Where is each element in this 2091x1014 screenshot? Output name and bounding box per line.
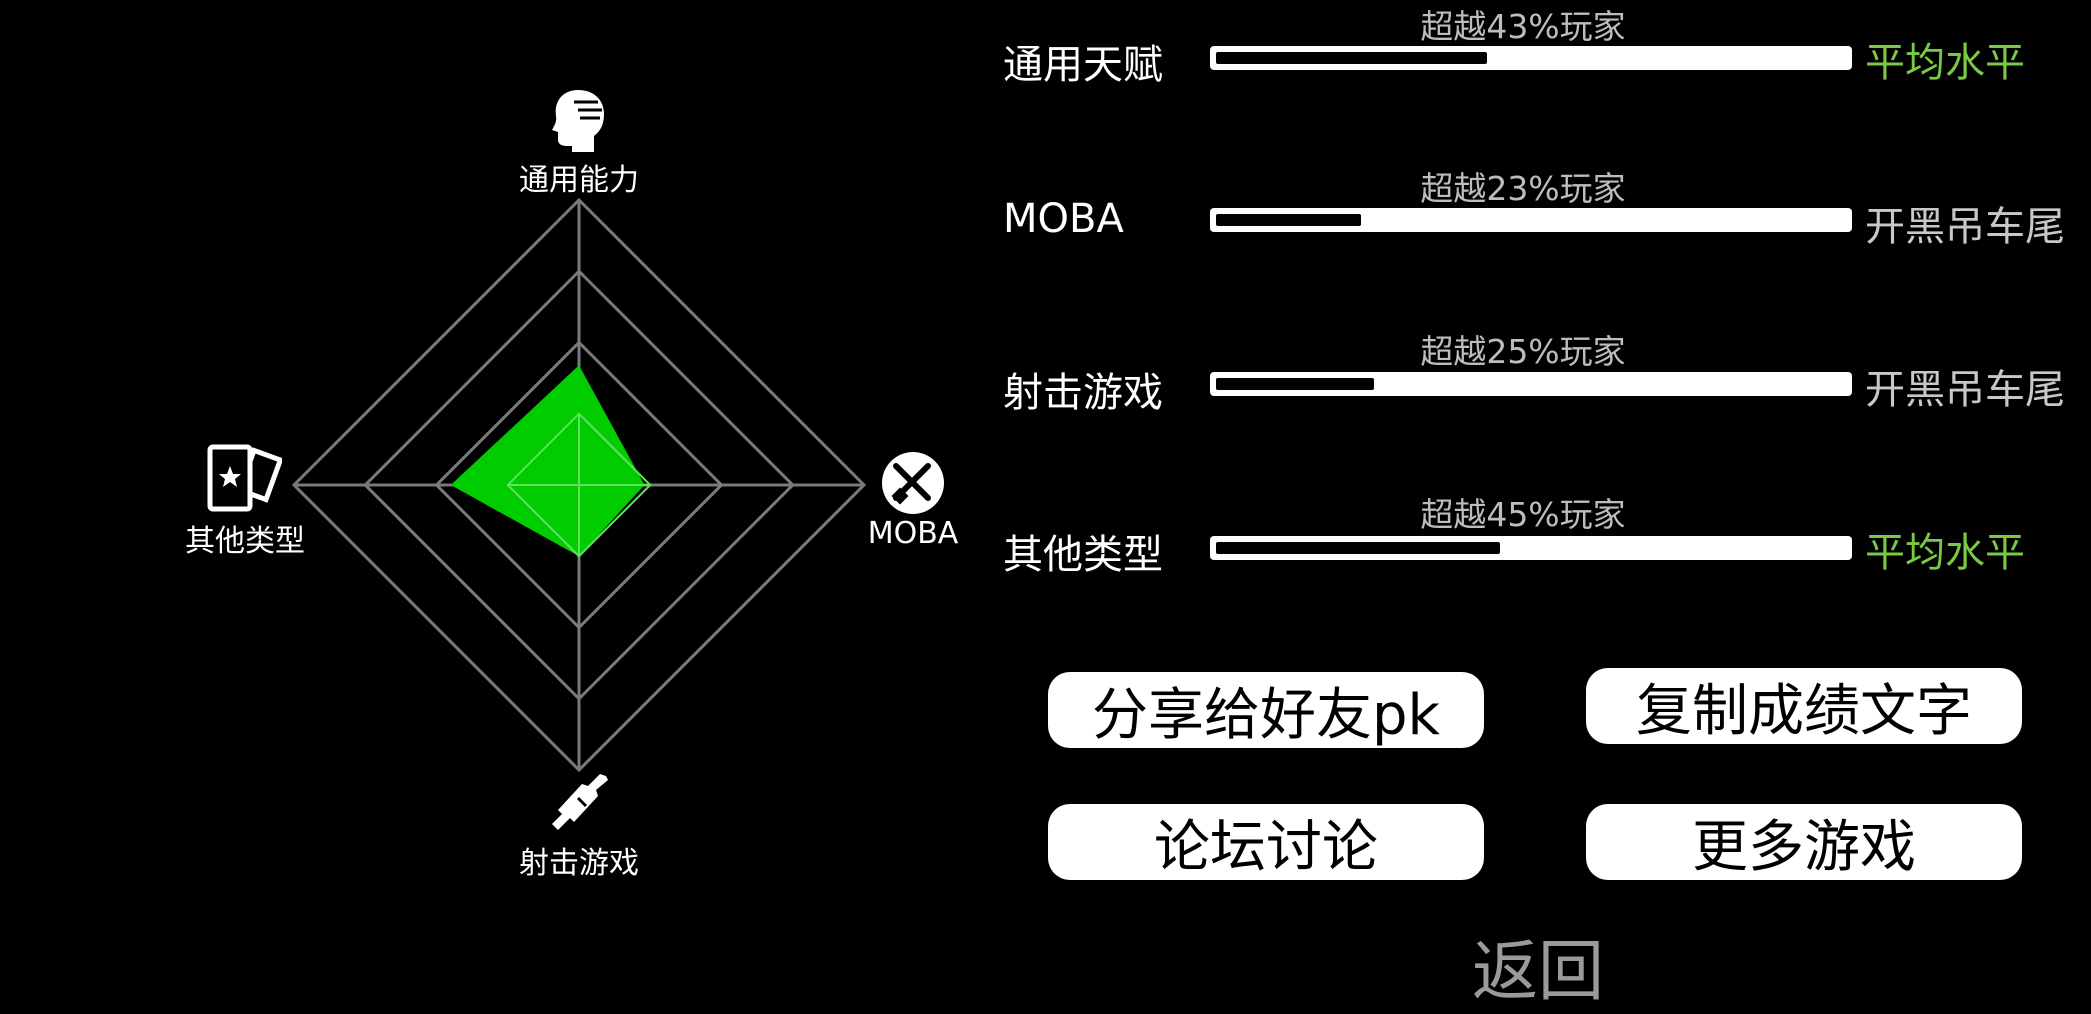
- row-percent-text: 超越25%玩家: [1420, 332, 1626, 371]
- progress-fill: [1216, 214, 1361, 226]
- row-label: MOBA: [1003, 196, 1124, 242]
- row-level: 开黑吊车尾: [1865, 204, 2065, 250]
- axis-label-general: 通用能力: [519, 163, 639, 198]
- progress-bar: [1210, 372, 1852, 396]
- axis-label-other: 其他类型: [185, 524, 305, 559]
- radar-grid-overlay: [506, 412, 652, 558]
- progress-bar: [1210, 536, 1852, 560]
- radar-data-polygon: [450, 365, 645, 557]
- copy-result-button[interactable]: 复制成绩文字: [1586, 668, 2022, 744]
- axis-label-moba: MOBA: [867, 516, 959, 551]
- row-percent-text: 超越43%玩家: [1420, 7, 1626, 46]
- radar-chart: [291, 197, 867, 773]
- progress-bar: [1210, 46, 1852, 70]
- row-percent-text: 超越23%玩家: [1420, 169, 1626, 208]
- forum-button[interactable]: 论坛讨论: [1048, 804, 1484, 880]
- progress-fill: [1216, 52, 1487, 64]
- axis-label-shooter: 射击游戏: [519, 846, 639, 881]
- back-button[interactable]: 返回: [1472, 933, 1604, 1010]
- row-label: 其他类型: [1003, 532, 1163, 578]
- row-level: 平均水平: [1865, 530, 2025, 576]
- row-label: 射击游戏: [1003, 370, 1163, 416]
- progress-fill: [1216, 378, 1374, 390]
- progress-fill: [1216, 542, 1500, 554]
- progress-bar: [1210, 208, 1852, 232]
- row-level: 平均水平: [1865, 40, 2025, 86]
- more-games-button[interactable]: 更多游戏: [1586, 804, 2022, 880]
- moba-icon: [882, 452, 944, 514]
- row-percent-text: 超越45%玩家: [1420, 495, 1626, 534]
- share-button[interactable]: 分享给好友pk: [1048, 672, 1484, 748]
- gun-icon: [552, 774, 608, 830]
- row-label: 通用天赋: [1003, 42, 1163, 88]
- head-icon: [552, 90, 604, 152]
- card-icon: [207, 444, 282, 512]
- row-level: 开黑吊车尾: [1865, 367, 2065, 413]
